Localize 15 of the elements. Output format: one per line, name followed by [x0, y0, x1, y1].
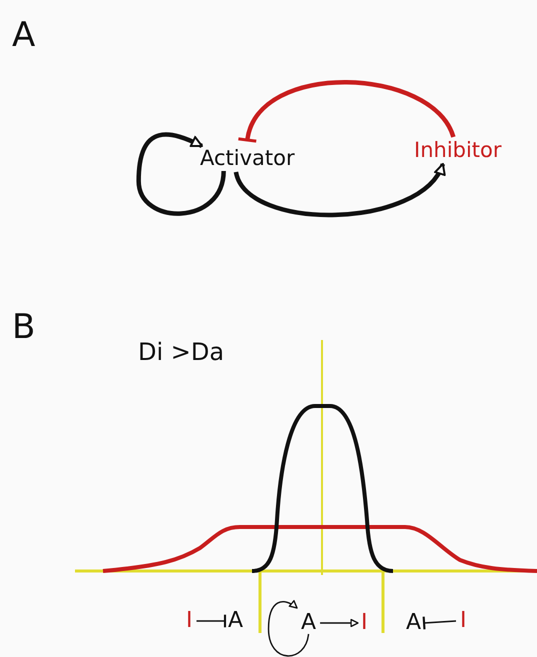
activation-arrow	[234, 162, 445, 218]
inhibitor-label: Inhibitor	[414, 140, 502, 161]
activation-arrow	[320, 618, 359, 628]
activator-label: Activator	[200, 148, 295, 169]
activator-symbol: A	[406, 612, 422, 634]
activation-arrow	[268, 600, 310, 657]
activator-symbol: A	[301, 612, 316, 634]
panel-letter: B	[12, 310, 36, 344]
panel-letter: A	[12, 18, 36, 52]
inhibitor-symbol: I	[460, 610, 466, 632]
activator-symbol: A	[228, 610, 244, 632]
inhibitor-symbol: I	[186, 610, 192, 632]
activation-arrow	[136, 132, 226, 216]
inhibitor-symbol: I	[361, 612, 368, 634]
condition-text: Di >Da	[138, 340, 224, 364]
